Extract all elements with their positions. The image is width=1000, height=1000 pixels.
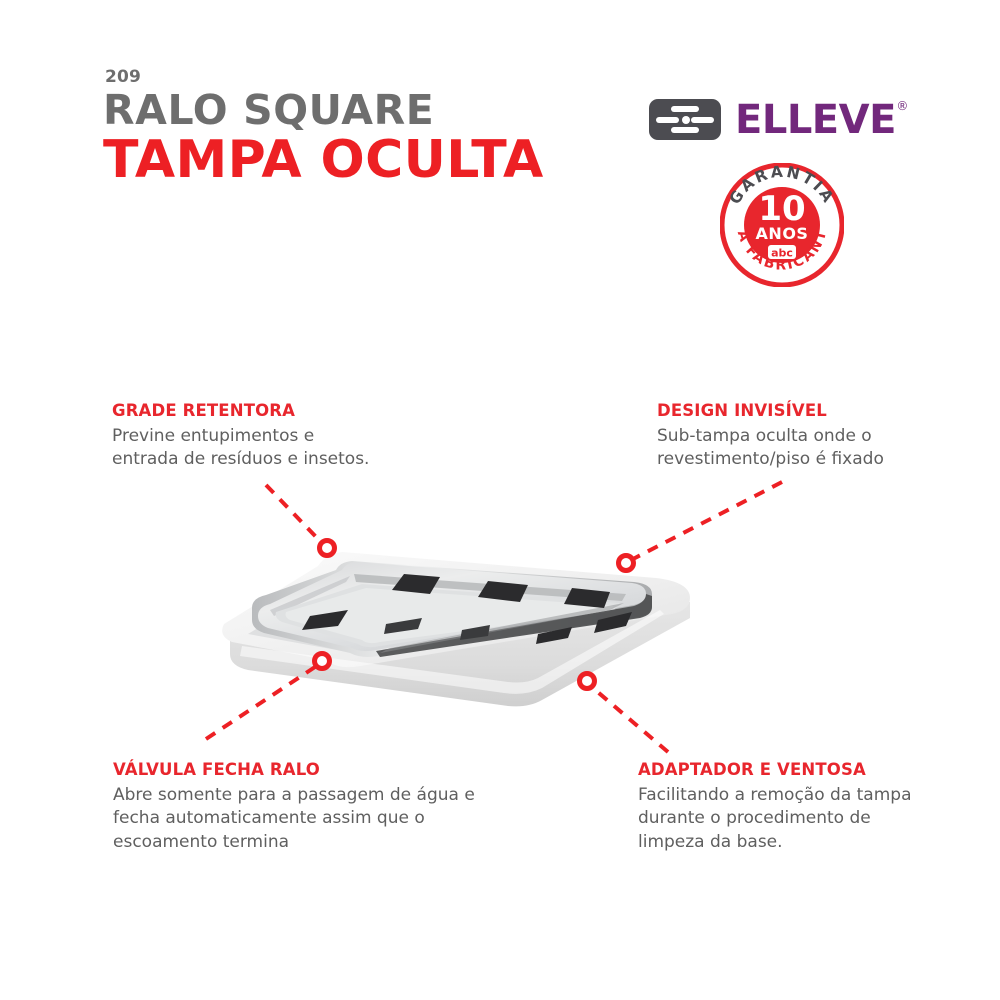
callout-adaptador-e-ventosa: ADAPTADOR E VENTOSA Facilitando a remoçã… xyxy=(638,760,958,854)
product-title: RALO SQUARE xyxy=(103,85,435,134)
callout-grade-retentora: GRADE RETENTORA Previne entupimentos e e… xyxy=(112,401,442,472)
brand-wordmark: ELLEVE ® xyxy=(735,96,908,143)
elleve-logo-mark-icon xyxy=(649,99,721,140)
callout-title: DESIGN INVISÍVEL xyxy=(657,401,827,420)
callout-body: Abre somente para a passagem de água e f… xyxy=(113,784,475,852)
callout-design-invisivel: DESIGN INVISÍVEL Sub-tampa oculta onde o… xyxy=(657,401,957,472)
seal-years-number: 10 xyxy=(758,189,805,229)
callout-title: VÁLVULA FECHA RALO xyxy=(113,760,320,779)
brand-logo: ELLEVE ® xyxy=(649,96,908,143)
callout-valvula-fecha-ralo: VÁLVULA FECHA RALO Abre somente para a p… xyxy=(113,760,513,854)
registered-trademark-icon: ® xyxy=(896,98,908,113)
seal-years-unit: ANOS xyxy=(756,224,809,243)
callout-body: Facilitando a remoção da tampa durante o… xyxy=(638,784,912,852)
callout-title: GRADE RETENTORA xyxy=(112,401,296,420)
product-sku: 209 xyxy=(105,67,142,87)
seal-abc-badge: abc xyxy=(771,247,793,260)
brand-wordmark-text: ELLEVE xyxy=(735,96,896,143)
callout-body: Sub-tampa oculta onde o revestimento/pis… xyxy=(657,425,884,470)
guarantee-seal: GARANTIA DA FABRICANTE 10 ANOS abc xyxy=(720,163,844,287)
header-block: 209 RALO SQUARE TAMPA OCULTA xyxy=(103,68,623,187)
product-image xyxy=(190,470,730,740)
callout-body: Previne entupimentos e entrada de resídu… xyxy=(112,425,370,470)
callout-title: ADAPTADOR E VENTOSA xyxy=(638,760,866,779)
product-subtitle: TAMPA OCULTA xyxy=(103,129,544,190)
